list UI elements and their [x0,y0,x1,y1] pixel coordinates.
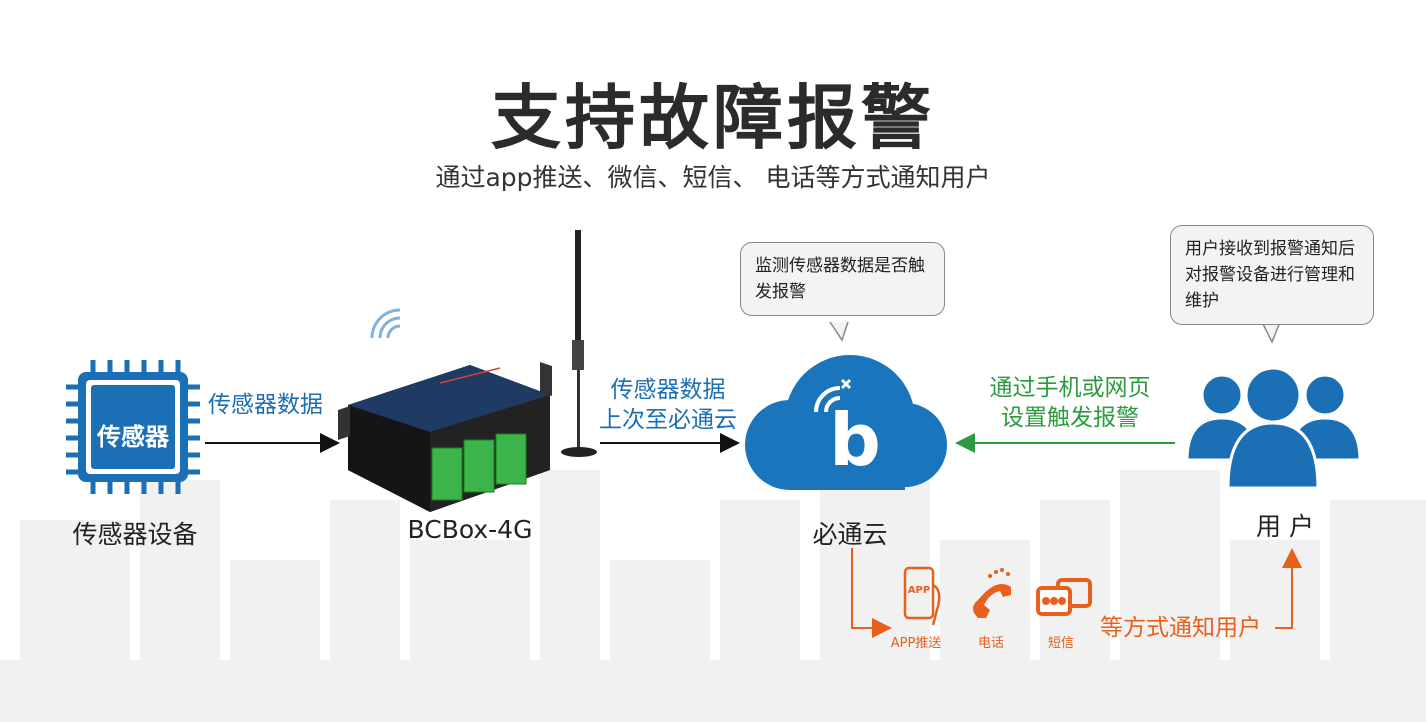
sms-chat-icon [1036,578,1092,616]
page-subtitle: 通过app推送、微信、短信、 电话等方式通知用户 [435,163,991,192]
sensor-chip-icon [66,360,200,494]
user-to-cloud-line2: 设置触发报警 [1001,405,1139,431]
user-bubble: 用户接收到报警通知后对报警设备进行管理和维护 [1170,225,1374,325]
user-to-cloud-line1: 通过手机或网页 [989,375,1151,401]
app-phone-icon [903,566,941,626]
sensor-data-label: 传感器数据 [208,392,323,418]
notify-method-phone: 电话 [977,636,1005,651]
user-to-cloud-text: 通过手机或网页 设置触发报警 [990,373,1151,433]
device-to-cloud-line1: 传感器数据 [610,377,726,403]
notify-text: 等方式通知用户 [1100,615,1261,641]
cloud-bubble-tail [829,321,849,342]
app-icon-text: APP [907,585,931,596]
cloud-logo-letter: b [829,398,881,482]
arrow-cloud-to-notify [851,548,892,638]
user-bubble-tail [1261,321,1281,344]
bcbox-device-image [338,362,552,512]
device-label: BCBox-4G [407,515,533,544]
notify-method-app: APP推送 [890,636,942,651]
city-skyline-background [0,470,1426,722]
sensor-device-label: 传感器设备 [72,520,198,549]
user-label: 用 户 [1256,512,1314,541]
antenna-icon [561,230,597,457]
telephone-icon [973,568,1011,618]
arrow-notify-to-user [1275,548,1302,629]
cloud-label: 必通云 [812,520,888,549]
users-icon [1185,366,1362,490]
wifi-signal-icon [370,308,401,339]
device-to-cloud-text: 传感器数据 上次至必通云 [599,375,737,435]
sensor-chip-text: 传感器 [97,423,169,451]
device-to-cloud-line2: 上次至必通云 [599,407,737,433]
cloud-bubble: 监测传感器数据是否触发报警 [740,242,945,316]
notify-method-sms: 短信 [1047,636,1075,651]
page-title: 支持故障报警 [491,77,935,159]
cloud-icon [745,355,947,490]
